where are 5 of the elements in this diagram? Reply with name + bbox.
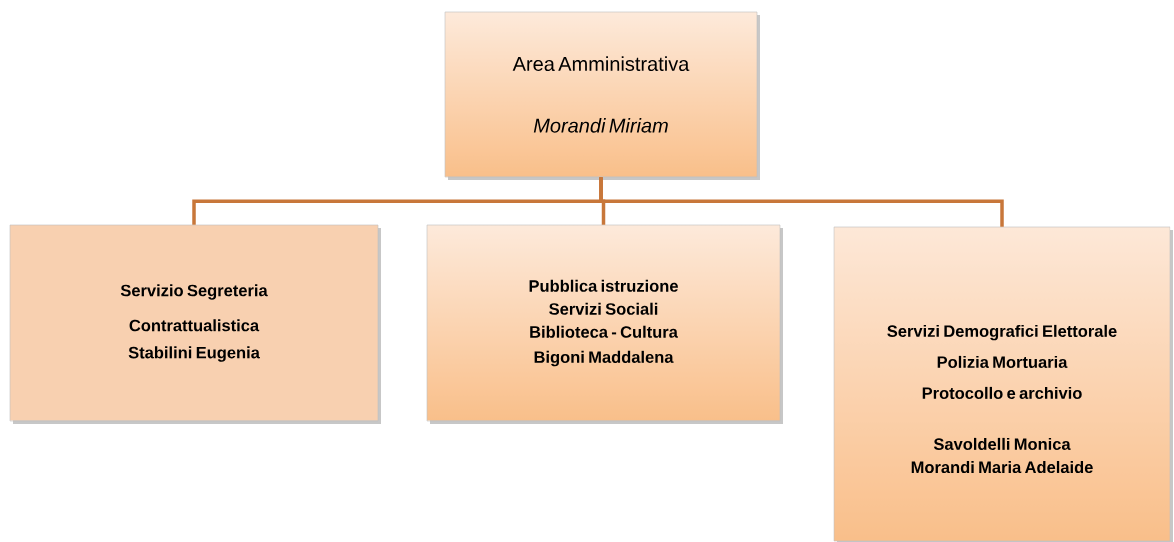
connector-line: [599, 177, 1004, 227]
org-box: Servizio Segreteria Contrattualistica Stabilini Eugenia: [9, 224, 381, 424]
org-box: Servizi Demografici Elettorale Polizia Mortuaria Protocollo e archivio Savoldelli Monica Morandi Maria Adelaide: [833, 226, 1173, 542]
org-box: Pubblica istruzione Servizi Sociali Biblioteca - Cultura Bigoni Maddalena: [426, 224, 783, 424]
org-box: Area Amministrativa Morandi Miriam: [444, 11, 760, 180]
